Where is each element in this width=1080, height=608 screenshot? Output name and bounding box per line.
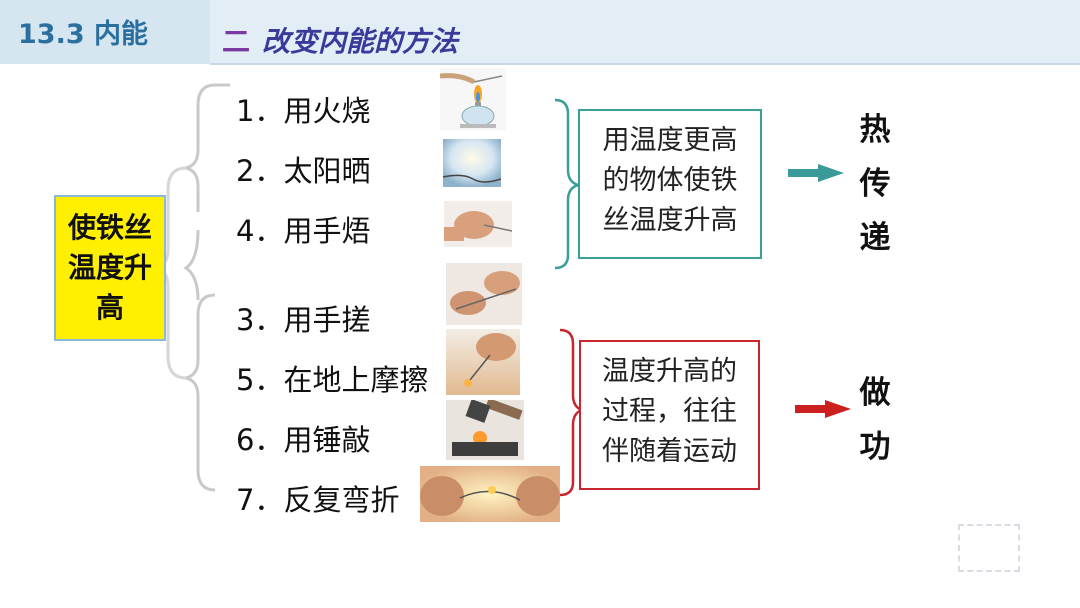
method-item: 3．用手搓 bbox=[236, 303, 371, 337]
result-char: 递 bbox=[859, 220, 891, 256]
method-item: 5．在地上摩擦 bbox=[236, 363, 429, 397]
section-title: 改变内能的方法 bbox=[262, 25, 459, 58]
main-mid-brace bbox=[183, 229, 200, 301]
main-topic-text: 使铁丝温度升高 bbox=[67, 211, 152, 324]
desc-line: 的物体使铁 bbox=[602, 165, 738, 196]
result-heat-transfer: 热 传 递 bbox=[857, 103, 893, 265]
desc-line: 用温度更高 bbox=[602, 125, 738, 156]
result-char: 传 bbox=[859, 166, 891, 202]
bending-wire-icon bbox=[420, 466, 560, 522]
desc-line: 伴随着运动 bbox=[602, 436, 737, 467]
alcohol-lamp-icon bbox=[440, 68, 506, 130]
chapter-title: 13.3 内能 bbox=[18, 19, 149, 50]
header-chapter-block bbox=[0, 0, 210, 64]
hammer-icon bbox=[446, 400, 524, 460]
sunlight-icon bbox=[443, 139, 501, 187]
rubbing-on-ground-icon bbox=[446, 329, 520, 395]
work-description: 温度升高的 过程，往往 伴随着运动 bbox=[579, 340, 760, 490]
hand-holding-wire-icon bbox=[444, 201, 512, 247]
main-topic-box: 使铁丝温度升高 bbox=[54, 195, 166, 341]
heat-arrow-icon bbox=[788, 164, 844, 182]
method-item: 2．太阳晒 bbox=[236, 154, 371, 188]
header-divider bbox=[210, 63, 1080, 65]
section-number: 二 bbox=[222, 25, 251, 58]
result-char: 功 bbox=[859, 429, 891, 465]
result-char: 热 bbox=[859, 112, 891, 148]
main-left-brace-bottom bbox=[185, 293, 216, 492]
main-left-brace bbox=[185, 83, 216, 212]
heat-brace bbox=[554, 98, 583, 270]
result-char: 做 bbox=[859, 375, 891, 411]
method-item: 6．用锤敲 bbox=[236, 423, 371, 457]
desc-line: 过程，往往 bbox=[602, 396, 737, 427]
hands-rubbing-wire-icon bbox=[446, 263, 522, 325]
method-item: 4．用手焐 bbox=[236, 214, 371, 248]
method-item: 1．用火烧 bbox=[236, 94, 371, 128]
desc-line: 温度升高的 bbox=[602, 356, 737, 387]
method-item: 7．反复弯折 bbox=[236, 483, 400, 517]
desc-line: 丝温度升高 bbox=[602, 205, 738, 236]
work-arrow-icon bbox=[795, 400, 851, 418]
result-work: 做 功 bbox=[857, 366, 893, 474]
heat-transfer-description: 用温度更高 的物体使铁 丝温度升高 bbox=[578, 109, 762, 259]
placeholder-box bbox=[958, 524, 1020, 572]
